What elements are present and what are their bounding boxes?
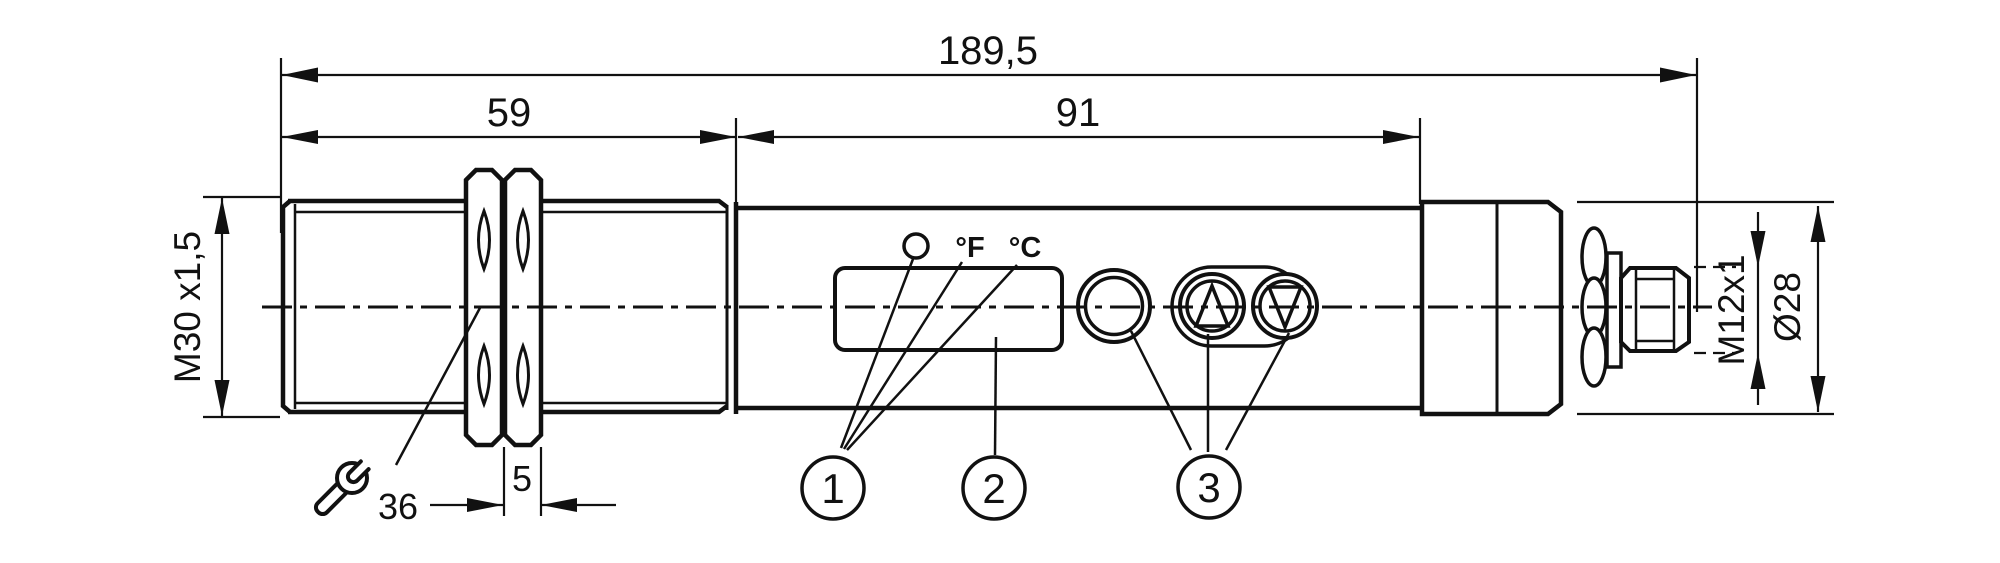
dimension-overall-length bbox=[279, 58, 1699, 312]
overall-length-label: 189,5 bbox=[938, 29, 1038, 73]
callout-3-circle bbox=[1176, 454, 1242, 520]
front-section-label: 59 bbox=[487, 91, 532, 135]
sensor-body bbox=[280, 167, 1691, 448]
connector-thread-label: M12x1 bbox=[1711, 254, 1752, 365]
dimension-arrowheads bbox=[214, 67, 1826, 512]
end-diameter-label: Ø28 bbox=[1767, 272, 1808, 342]
callout-3-number: 3 bbox=[1197, 464, 1220, 511]
callout-1-circle bbox=[800, 455, 866, 521]
thread-section bbox=[280, 198, 739, 415]
body-section-label: 91 bbox=[1056, 91, 1101, 135]
fahrenheit-label: °F bbox=[955, 232, 984, 264]
locknut-width-label: 5 bbox=[512, 458, 532, 499]
main-barrel bbox=[736, 205, 1422, 411]
callout-1-number: 1 bbox=[821, 465, 844, 512]
celsius-leader bbox=[846, 264, 1018, 451]
wrench-size-label: 36 bbox=[378, 486, 418, 527]
round-button-leader bbox=[1129, 330, 1193, 451]
display-leader bbox=[993, 336, 998, 456]
dimension-front-section bbox=[282, 118, 738, 205]
dimension-thread-m30 bbox=[203, 195, 280, 419]
thread-spec-label: M30 x1,5 bbox=[167, 231, 208, 383]
wrench-leader bbox=[394, 305, 483, 466]
fahrenheit-leader bbox=[842, 261, 964, 450]
display bbox=[833, 266, 1064, 352]
down-button-leader bbox=[1224, 332, 1291, 451]
led-indicator-icon bbox=[902, 232, 930, 260]
led-leader bbox=[839, 258, 915, 449]
leader-lines bbox=[394, 258, 1291, 466]
celsius-label: °C bbox=[1009, 232, 1042, 264]
wrench-icon bbox=[313, 458, 372, 517]
callout-2-number: 2 bbox=[982, 465, 1005, 512]
dimension-body-section bbox=[738, 118, 1422, 204]
callout-2-circle bbox=[961, 455, 1027, 521]
hex-nuts bbox=[463, 167, 544, 448]
